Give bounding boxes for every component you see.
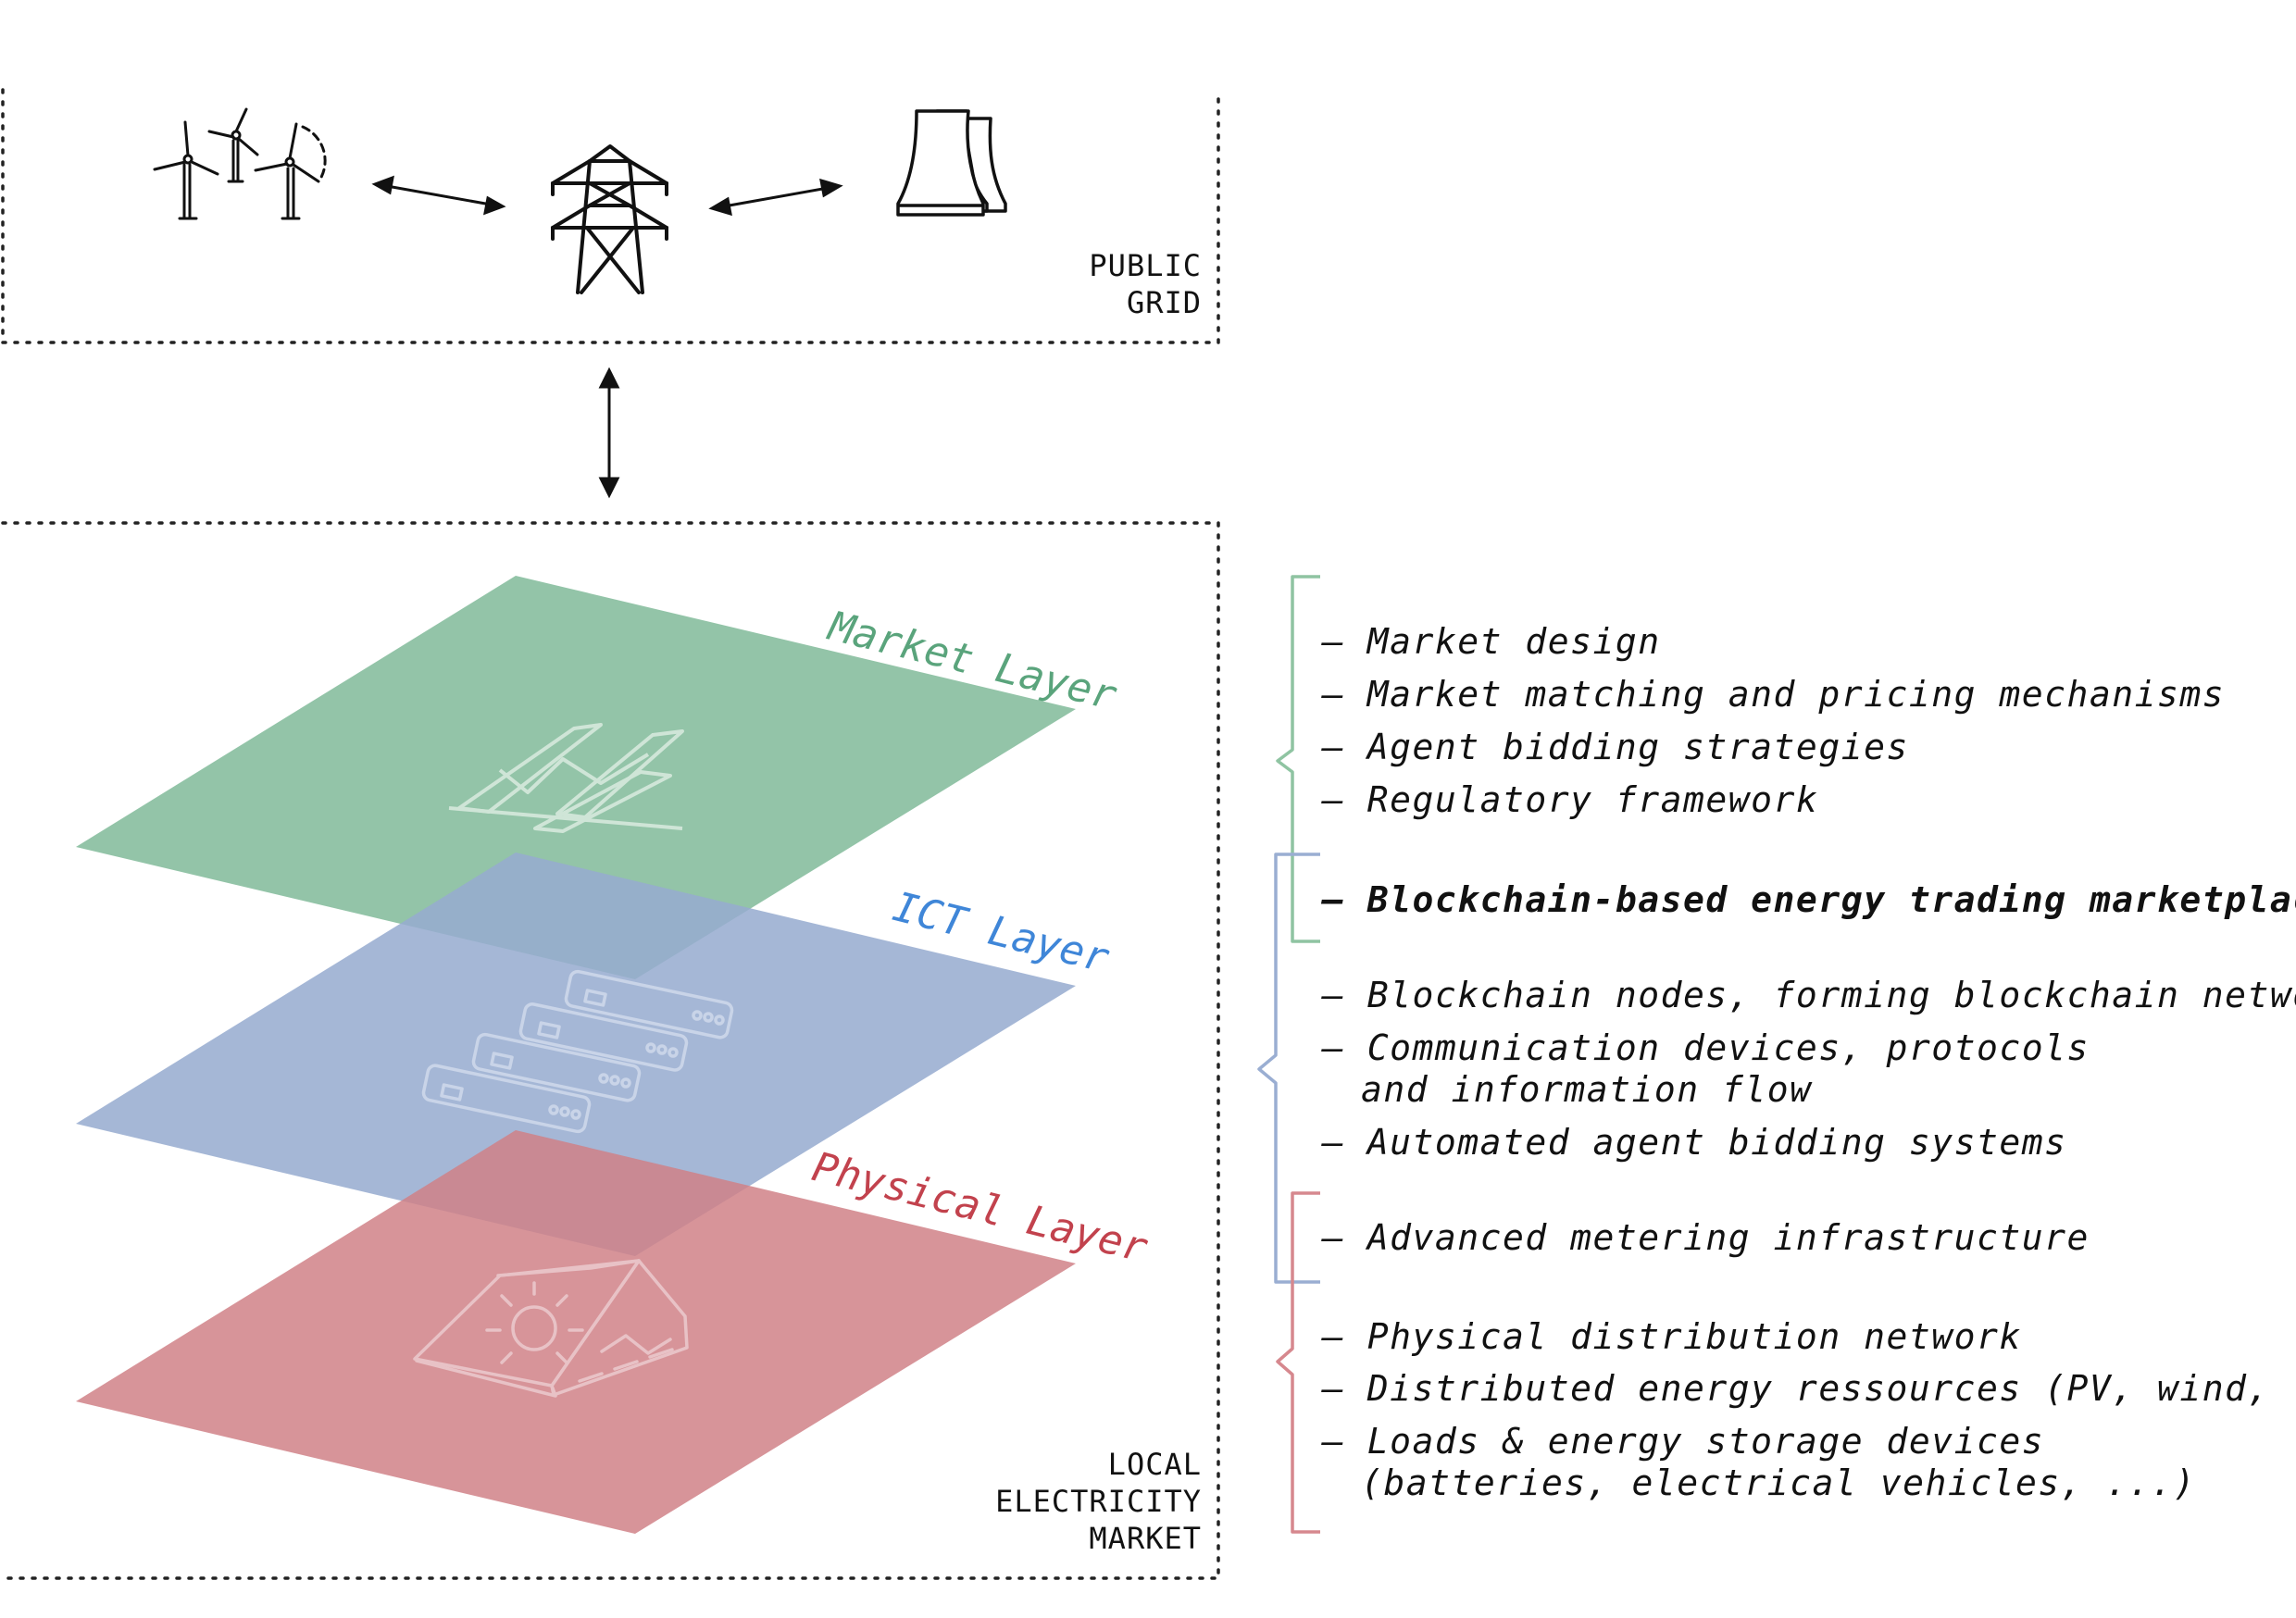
- transmission-tower-icon: [551, 144, 668, 294]
- physical-layer-plane: [76, 1130, 1076, 1534]
- market-bracket: [1276, 575, 1320, 943]
- physical-layer: Physical Layer: [76, 1130, 1153, 1534]
- item-communication-line1: – Communication devices, protocols: [1321, 1027, 2090, 1068]
- item-regulatory: – Regulatory framework: [1321, 779, 1818, 820]
- item-distribution: – Physical distribution network: [1321, 1316, 2022, 1357]
- item-der: – Distributed energy ressources (PV, win…: [1321, 1368, 2296, 1409]
- item-metering: – Advanced metering infrastructure: [1321, 1217, 2090, 1258]
- market-layer-plane: [76, 576, 1076, 979]
- local-market-label-line2: ELECTRICITY: [995, 1484, 1202, 1519]
- physical-bracket: [1276, 1191, 1320, 1534]
- arrow-tower-to-plant: [708, 178, 843, 217]
- arrow-grid-to-local: [598, 367, 620, 499]
- item-agent-bidding: – Agent bidding strategies: [1321, 727, 1909, 767]
- item-automated-bidding: – Automated agent bidding systems: [1321, 1122, 2066, 1163]
- local-market-label-line3: MARKET: [1089, 1521, 1202, 1556]
- public-grid-label-line1: PUBLIC: [1089, 248, 1202, 283]
- smart-home-icon: [413, 1259, 689, 1398]
- public-grid-box: PUBLIC GRID: [1, 88, 1220, 344]
- market-chart-icon: [448, 723, 684, 833]
- layer-description-list: – Market design – Market matching and pr…: [1320, 621, 2296, 1503]
- cooling-tower-icon: [896, 109, 1007, 217]
- item-market-matching: – Market matching and pricing mechanisms: [1321, 674, 2225, 715]
- item-communication-line2: and information flow: [1361, 1069, 1813, 1110]
- item-market-design: – Market design: [1321, 621, 1661, 662]
- item-blockchain-marketplace: – Blockchain-based energy trading market…: [1320, 879, 2296, 920]
- arrow-wind-to-tower: [371, 175, 506, 216]
- item-loads-line1: – Loads & energy storage devices: [1321, 1421, 2044, 1462]
- wind-turbines-icon: [153, 107, 327, 220]
- public-grid-label-line2: GRID: [1127, 285, 1202, 320]
- local-market-label-line1: LOCAL: [1108, 1447, 1202, 1482]
- local-market-box: LOCAL ELECTRICITY MARKET: [1, 521, 1220, 1580]
- server-rack-icon: [421, 969, 734, 1134]
- item-loads-line2: (batteries, electrical vehicles, ...): [1361, 1462, 2196, 1503]
- item-blockchain-nodes: – Blockchain nodes, forming blockchain n…: [1321, 975, 2296, 1015]
- ict-bracket: [1257, 853, 1320, 1284]
